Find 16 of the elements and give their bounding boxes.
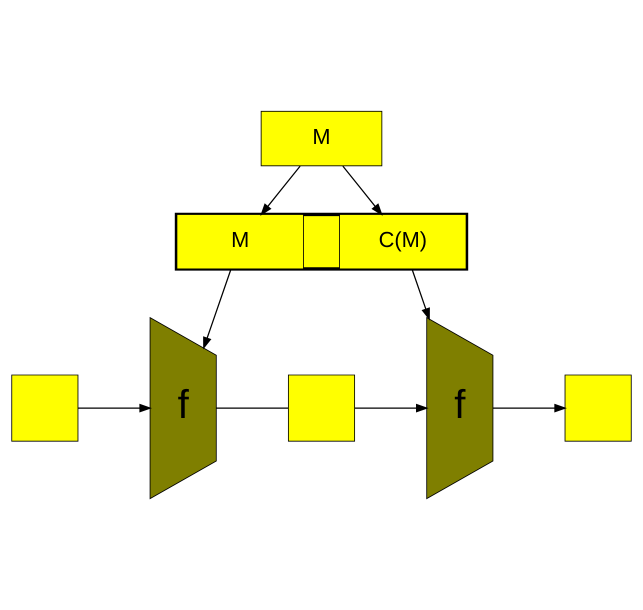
node-box: M: [176, 214, 304, 270]
connector: [216, 407, 288, 409]
arrow: [203, 268, 232, 350]
arrow: [342, 166, 383, 216]
node-box: C(M): [339, 214, 467, 270]
arrow: [78, 404, 152, 413]
arrow: [492, 404, 567, 413]
node-box: f: [150, 316, 217, 500]
node-box: [11, 374, 78, 442]
arrow: [411, 268, 430, 321]
node-box: [288, 374, 356, 442]
arrow: [260, 166, 301, 216]
node-box: f: [426, 316, 494, 500]
node-box: [564, 374, 632, 442]
arrow: [354, 404, 429, 413]
node-box: M: [260, 110, 382, 166]
